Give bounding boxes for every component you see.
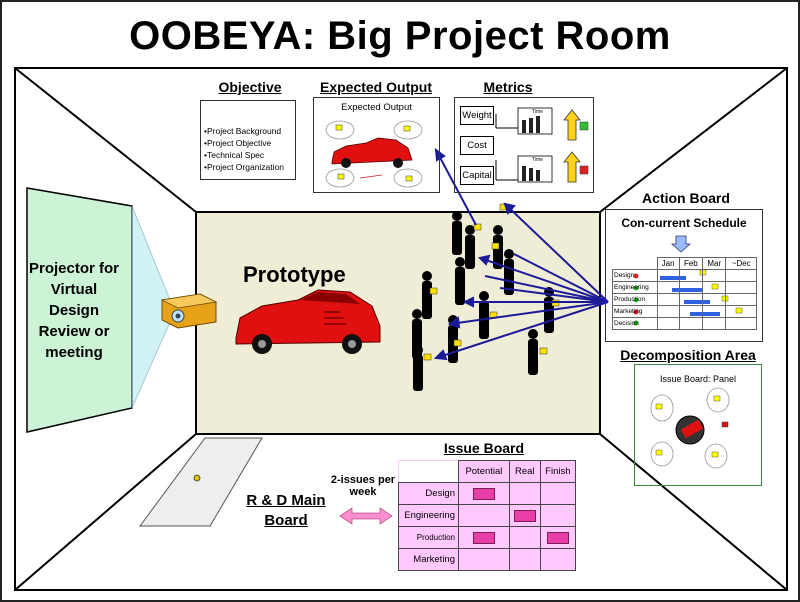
metric-time-label: Time (532, 109, 543, 115)
issue-board-table: Potential Real Finish Design Engineering… (398, 460, 577, 571)
communication-arrows (433, 147, 609, 361)
projector-device (160, 293, 218, 329)
objective-heading: Objective (218, 79, 282, 95)
rd-board-label: R & D Main Board (246, 492, 326, 529)
two-issues-arrow (339, 507, 393, 525)
metric-time-label: Time (532, 157, 543, 163)
issue-row-label: Engineering (398, 504, 459, 527)
issue-card (546, 531, 569, 544)
expected-output-caption: Expected Output (341, 102, 412, 113)
issue-card (472, 531, 495, 544)
room-outline (14, 67, 788, 591)
metrics-heading: Metrics (483, 79, 533, 95)
expected-output-panel (313, 97, 440, 193)
issue-col-real: Real (508, 460, 541, 483)
team-members (412, 211, 554, 391)
rd-floor-board (139, 437, 263, 527)
schedule-table: Jan Feb Mar ~Dec Design Engineering Prod… (612, 257, 757, 330)
month-header: Feb (678, 257, 704, 270)
objective-item: •Project Background (204, 126, 282, 136)
expected-output-heading: Expected Output (319, 79, 432, 95)
issue-card (513, 509, 536, 522)
metric-capital: Capital (460, 166, 494, 185)
objective-item: •Project Organization (204, 162, 284, 172)
prototype-car (235, 289, 381, 354)
issue-board-heading: Issue Board (443, 440, 525, 456)
action-board-panel (605, 209, 763, 342)
schedule-row-label: Design (612, 269, 658, 282)
decomposition-panel (634, 364, 762, 486)
objective-item: •Technical Spec (204, 150, 265, 160)
issue-card (472, 487, 495, 500)
decomposition-heading: Decomposition Area (620, 347, 756, 363)
issue-col-potential: Potential (458, 460, 510, 483)
issue-row-label: Marketing (398, 548, 459, 571)
schedule-row-label: Marketing (612, 305, 658, 318)
projector-label: Projector for Virtual Design Review or m… (28, 260, 119, 361)
frequency-label: 2-issues per week (330, 474, 396, 498)
month-header: ~Dec (725, 257, 757, 270)
prototype-label: Prototype (243, 262, 346, 287)
expected-output-car (325, 120, 423, 188)
metrics-panel (454, 97, 594, 193)
objective-panel: •Project Background •Project Objective •… (200, 100, 296, 180)
metrics-mini-charts (495, 107, 589, 183)
metric-weight: Weight (460, 106, 494, 125)
schedule-row-label: Decision (612, 317, 658, 330)
month-header: Mar (702, 257, 727, 270)
schedule-row-label: Engineering (612, 281, 658, 294)
metric-cost: Cost (460, 136, 494, 155)
issue-row-label: Production (398, 526, 459, 549)
decomposition-caption: Issue Board: Panel (659, 374, 737, 384)
schedule-title: Con-current Schedule (621, 216, 747, 230)
objective-item: •Project Objective (204, 138, 272, 148)
page-title: OOBEYA: Big Project Room (129, 14, 671, 58)
issue-col-finish: Finish (539, 460, 577, 483)
month-header: Jan (656, 257, 680, 270)
decomposition-panel-art (650, 387, 730, 469)
action-board-heading: Action Board (642, 190, 730, 206)
schedule-row-label: Production (612, 293, 658, 306)
